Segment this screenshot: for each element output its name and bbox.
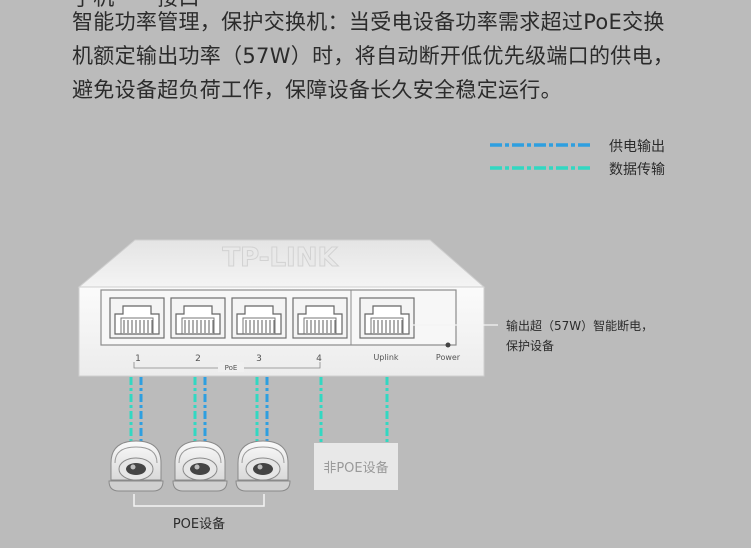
description-line-3: 避免设备超负荷工作，保障设备长久安全稳定运行。 [72,78,562,102]
port-1 [109,297,165,339]
poe-camera-1 [108,440,164,492]
port-label-3: 3 [256,354,262,364]
non-poe-device-label: 非POE设备 [323,460,388,476]
power-label: Power [436,353,461,362]
port-3 [231,297,287,339]
annotation-line-2: 保护设备 [506,339,554,353]
legend: 供电输出 数据传输 [490,139,665,178]
description-line-1: 智能功率管理，保护交换机：当受电设备功率需求超过PoE交换 [72,10,665,34]
description-top-partial: 手机一一接口 [72,0,200,9]
annotation-line-1: 输出超（57W）智能断电， [506,318,653,333]
poe-camera-3 [235,440,291,492]
port-label-2: 2 [195,354,201,364]
port-label-4: 4 [316,354,322,364]
cables [129,377,389,442]
description-line-2: 机额定输出功率（57W）时，将自动断开低优先级端口的供电， [72,44,675,68]
switch-brand-logo: TP-LINK [222,243,338,273]
poe-switch: TP-LINK 1 2 3 4 PoE Uplink Power [77,239,486,377]
legend-data-label: 数据传输 [609,162,665,178]
poe-group-label: PoE [225,364,238,372]
non-poe-device [314,443,398,490]
legend-power-label: 供电输出 [609,139,665,155]
power-led-icon [445,342,451,348]
poe-devices-bracket [133,494,265,507]
port-2 [170,297,226,339]
poe-camera-2 [172,440,228,492]
port-uplink [359,297,415,339]
uplink-label: Uplink [373,353,398,362]
port-4 [292,297,348,339]
poe-devices-label: POE设备 [173,516,225,532]
port-label-1: 1 [135,354,141,364]
